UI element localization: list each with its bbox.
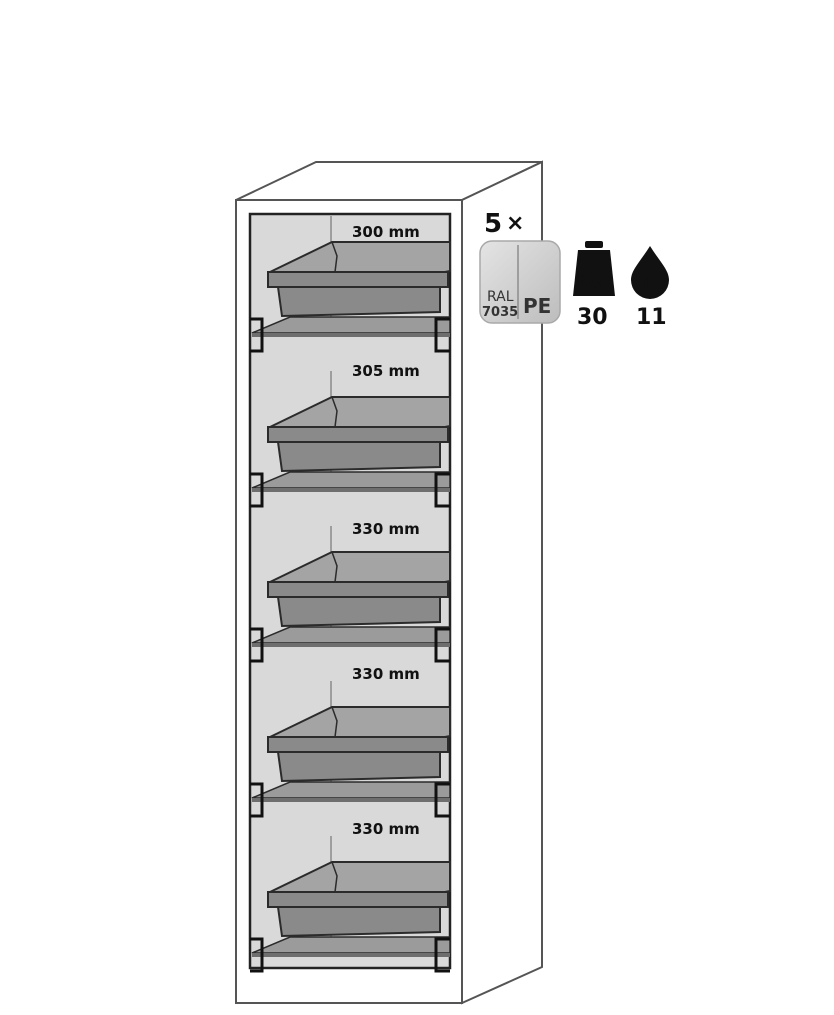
- ral-code: 7035: [482, 305, 518, 320]
- shelf-bracket-right: [434, 937, 450, 973]
- tray-lip: [267, 581, 449, 598]
- color-material-badge: RAL 7035 PE: [479, 240, 561, 324]
- shelf-bracket-right: [434, 317, 450, 353]
- shelf-bracket-left: [250, 937, 264, 973]
- material-label: PE: [523, 294, 551, 318]
- tray-body: [276, 906, 441, 938]
- shelf-height-label: 300 mm: [352, 223, 420, 241]
- shelf-bracket-right: [434, 627, 450, 663]
- shelf-bracket-left: [250, 627, 264, 663]
- quantity-count: 5: [484, 209, 502, 239]
- shelf-height-label: 330 mm: [352, 520, 420, 538]
- shelf-height-label: 330 mm: [352, 665, 420, 683]
- shelf-bracket-right: [434, 782, 450, 818]
- ral-swatch: [479, 240, 561, 324]
- weight-badge: Kg 30: [573, 241, 615, 330]
- tray-body: [276, 286, 441, 318]
- volume-badge: L 11: [631, 246, 669, 330]
- times-symbol: ×: [506, 211, 524, 236]
- volume-value: 11: [636, 305, 667, 330]
- shelf-bracket-left: [250, 782, 264, 818]
- shelf-compartment: [250, 526, 451, 663]
- shelf-compartment: [250, 216, 451, 353]
- ral-label: RAL: [487, 289, 514, 305]
- shelf-bracket-left: [250, 317, 264, 353]
- droplet-icon: [631, 246, 669, 299]
- shelf-compartment: [250, 681, 451, 818]
- tray-lip: [267, 891, 449, 908]
- shelf-compartment: [250, 836, 451, 973]
- volume-icon-text: L: [643, 274, 654, 294]
- tray-body: [276, 751, 441, 783]
- tray-lip: [267, 271, 449, 288]
- weight-value: 30: [577, 305, 608, 330]
- weight-icon-text: Kg: [577, 269, 605, 291]
- tray-lip: [267, 736, 449, 753]
- shelf-height-label: 305 mm: [352, 362, 420, 380]
- shelf-height-label: 330 mm: [352, 820, 420, 838]
- shelf-bracket-right: [434, 472, 450, 508]
- shelves: 300 mm 305 mm 330 mm 330 mm 330 mm: [250, 216, 451, 973]
- weight-icon: [573, 241, 615, 296]
- shelf-compartment: [250, 371, 451, 508]
- tray-body: [276, 441, 441, 473]
- tray-lip: [267, 426, 449, 443]
- quantity-badge: 5 ×: [484, 209, 524, 239]
- shelf-bracket-left: [250, 472, 264, 508]
- tray-body: [276, 596, 441, 628]
